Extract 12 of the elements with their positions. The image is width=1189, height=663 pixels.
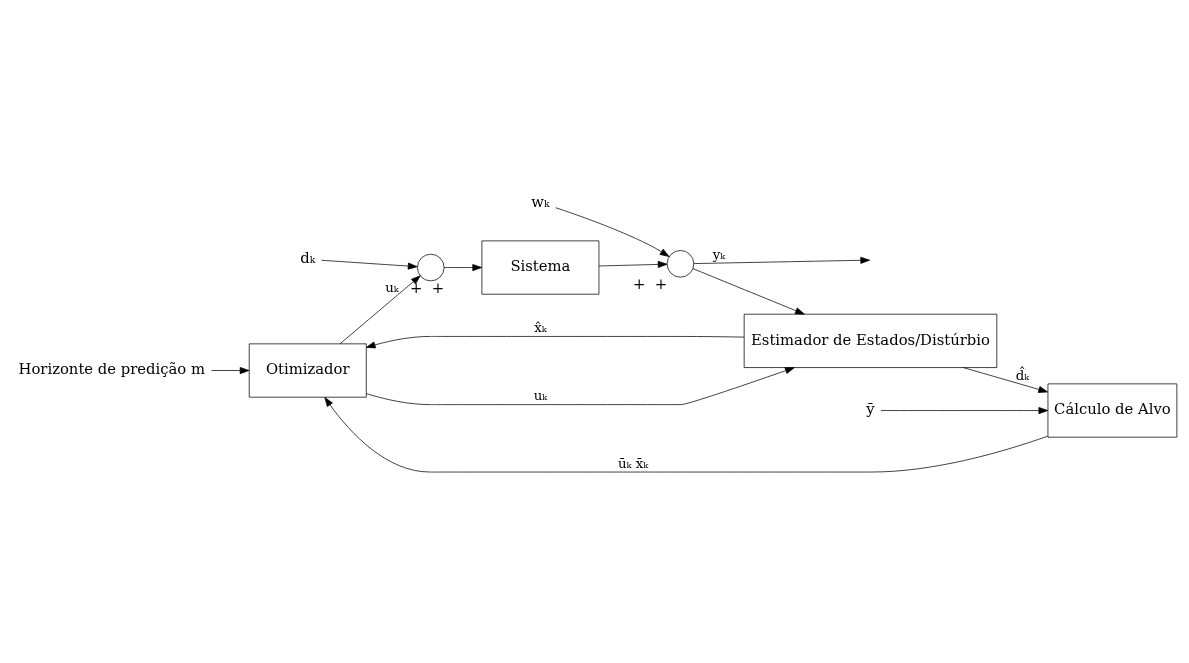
edge-label: d̂ₖ xyxy=(1015,367,1030,383)
edge-label: ūₖ x̄ₖ xyxy=(618,455,649,471)
node-text: dₖ xyxy=(300,248,316,266)
node-text: wₖ xyxy=(531,192,550,210)
edge-label: uₖ xyxy=(385,279,399,295)
edge-label: x̂ₖ xyxy=(534,319,547,335)
node-label: + + xyxy=(409,278,445,296)
edge-label: yₖ xyxy=(712,246,726,262)
node-label: + + xyxy=(632,274,668,292)
edge-label: uₖ xyxy=(533,387,548,403)
node-text: ȳ xyxy=(866,399,875,417)
node-text: Horizonte de predição m xyxy=(18,359,206,377)
